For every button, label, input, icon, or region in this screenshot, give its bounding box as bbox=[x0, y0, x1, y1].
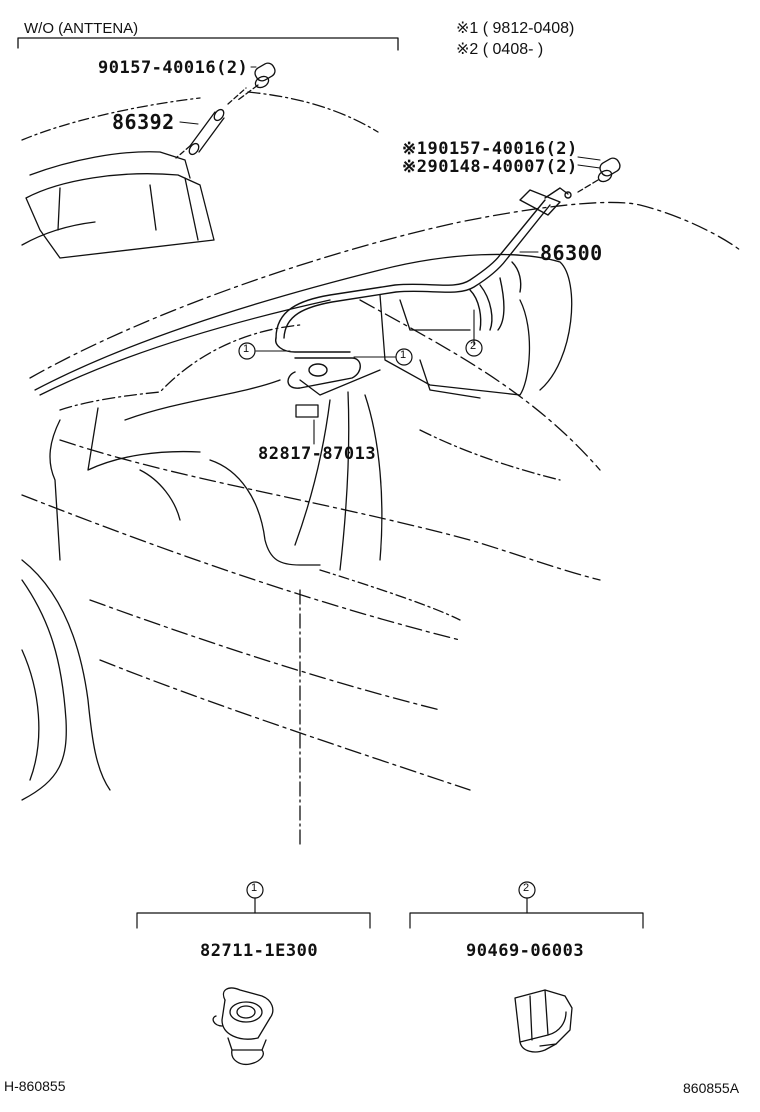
leader-lines bbox=[179, 66, 601, 445]
antenna-cable-86300 bbox=[275, 187, 572, 389]
clip-90157-top bbox=[237, 62, 276, 101]
clip-82711-1E300 bbox=[212, 987, 274, 1066]
main-body-outline bbox=[21, 201, 741, 846]
clip-90469-06003 bbox=[514, 989, 573, 1053]
part-86300: 86300 bbox=[540, 241, 603, 265]
rod-86392 bbox=[175, 87, 247, 159]
footer-left-code: H-860855 bbox=[4, 1078, 66, 1094]
inset-body-outline bbox=[21, 91, 379, 259]
legend-2-number: 2 bbox=[523, 882, 530, 894]
part-90157-40016-top: 90157-40016(2) bbox=[98, 58, 249, 78]
legend-brackets bbox=[136, 881, 644, 929]
footer-right-code: 860855A bbox=[683, 1080, 740, 1096]
variant-label: W/O (ANTTENA) bbox=[24, 20, 139, 37]
callout-1-left: 1 bbox=[243, 343, 250, 355]
note-1: ※1 ( 9812-0408) bbox=[456, 20, 575, 37]
legend-1-part: 82711-1E300 bbox=[200, 941, 319, 961]
callout-1-right: 1 bbox=[400, 349, 407, 361]
part-noted-1: ※190157-40016(2) bbox=[402, 139, 578, 159]
variant-bracket bbox=[17, 37, 399, 51]
clip-noted-right bbox=[577, 157, 621, 193]
label-plate-82817 bbox=[295, 404, 319, 418]
part-86392: 86392 bbox=[112, 110, 175, 134]
note-2: ※2 ( 0408- ) bbox=[456, 41, 544, 58]
part-82817-87013: 82817-87013 bbox=[258, 444, 377, 464]
callout-circles bbox=[238, 339, 483, 366]
part-noted-2: ※290148-40007(2) bbox=[402, 157, 578, 177]
callout-2: 2 bbox=[470, 340, 477, 352]
legend-1-number: 1 bbox=[251, 882, 258, 894]
legend-2-part: 90469-06003 bbox=[466, 941, 585, 961]
